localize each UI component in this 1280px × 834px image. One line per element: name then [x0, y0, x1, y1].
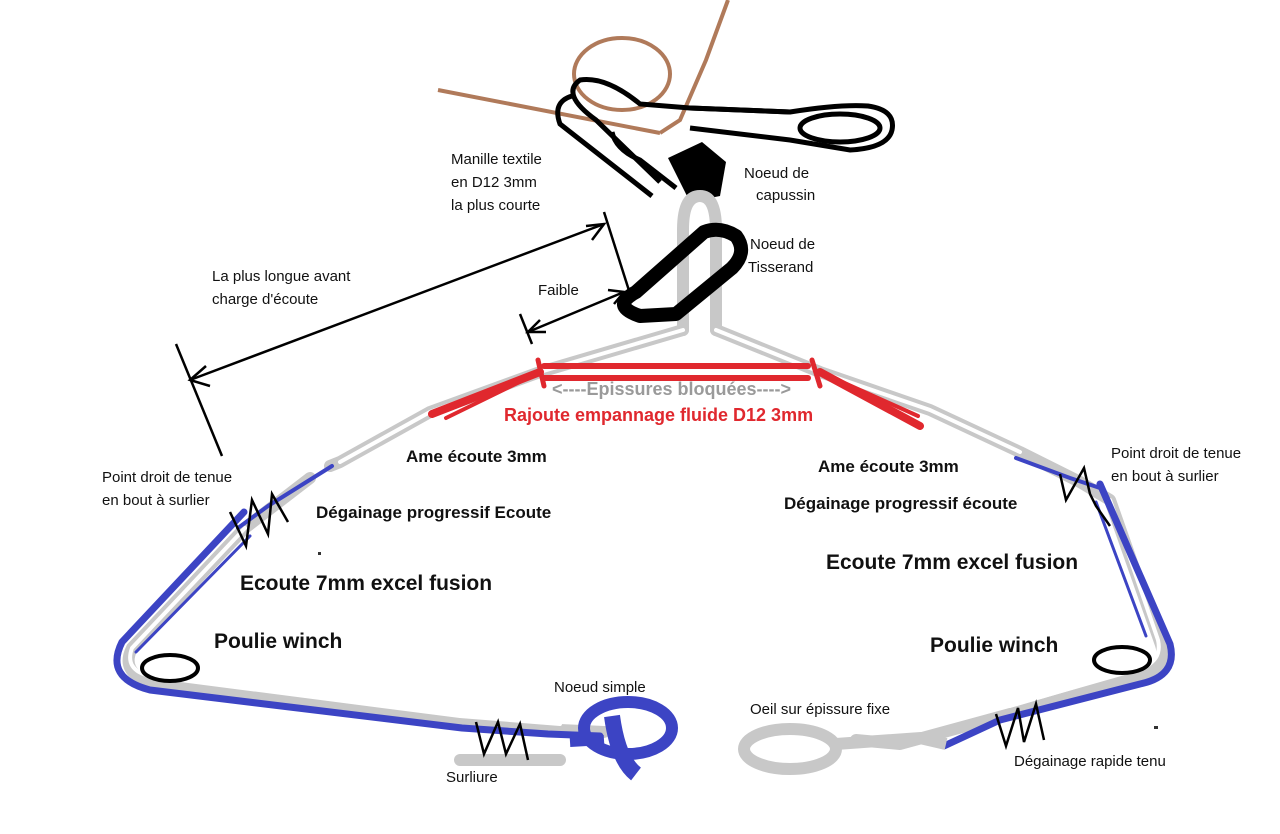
- measure-longest: [174, 211, 634, 457]
- label-longue-2: charge d'écoute: [212, 291, 318, 308]
- label-ecoute-left: Ecoute 7mm excel fusion: [240, 572, 492, 595]
- label-noeud-simple: Noeud simple: [554, 679, 646, 696]
- label-tisserand-2: Tisserand: [748, 259, 813, 276]
- label-ame-right: Ame écoute 3mm: [818, 457, 959, 476]
- capussin-knot-icon: [668, 142, 726, 202]
- label-poulie-left: Poulie winch: [214, 630, 342, 653]
- brown-rope: [437, 0, 730, 135]
- red-empannage: [428, 357, 924, 430]
- label-rajoute: Rajoute empannage fluide D12 3mm: [504, 405, 813, 425]
- label-oeil: Oeil sur épissure fixe: [750, 701, 890, 718]
- label-point-right-1: Point droit de tenue: [1111, 445, 1241, 462]
- label-manille-3: la plus courte: [451, 197, 540, 214]
- label-ame-left: Ame écoute 3mm: [406, 447, 547, 466]
- top-shackle: [555, 77, 895, 198]
- winch-pulley-right-icon: [1092, 645, 1152, 675]
- eye-splice-icon: [738, 723, 948, 775]
- speck-right: [1154, 726, 1158, 729]
- label-longue-1: La plus longue avant: [212, 268, 351, 285]
- label-degainage-rapide: Dégainage rapide tenu: [1014, 753, 1166, 770]
- label-faible: Faible: [538, 282, 579, 299]
- simple-knot-icon: [569, 696, 678, 781]
- tisserand-knot-icon: [617, 222, 749, 323]
- label-manille-1: Manille textile: [451, 151, 542, 168]
- label-capussin-1: Noeud de: [744, 165, 809, 182]
- label-surliure: Surliure: [446, 769, 498, 786]
- label-tisserand-1: Noeud de: [750, 236, 815, 253]
- measure-faible: [518, 288, 627, 345]
- label-point-left-1: Point droit de tenue: [102, 469, 232, 486]
- eye-splice-inner: [758, 737, 822, 761]
- label-point-left-2: en bout à surlier: [102, 492, 210, 509]
- label-poulie-right: Poulie winch: [930, 634, 1058, 657]
- blue-sheet-left: [113, 464, 604, 740]
- winch-pulley-left-icon: [140, 653, 200, 683]
- label-ecoute-right: Ecoute 7mm excel fusion: [826, 551, 1078, 574]
- label-point-right-2: en bout à surlier: [1111, 468, 1219, 485]
- zigzag-stitches: [228, 464, 1112, 761]
- label-degainage-left: Dégainage progressif Ecoute: [316, 503, 551, 522]
- speck-left: [318, 552, 321, 555]
- label-epissures: <----Epissures bloquées---->: [552, 379, 791, 399]
- label-manille-2: en D12 3mm: [451, 174, 537, 191]
- label-capussin-2: capussin: [756, 187, 815, 204]
- simple-knot-tip: [620, 700, 634, 708]
- blue-sheet-right: [940, 456, 1175, 750]
- label-degainage-right: Dégainage progressif écoute: [784, 494, 1017, 513]
